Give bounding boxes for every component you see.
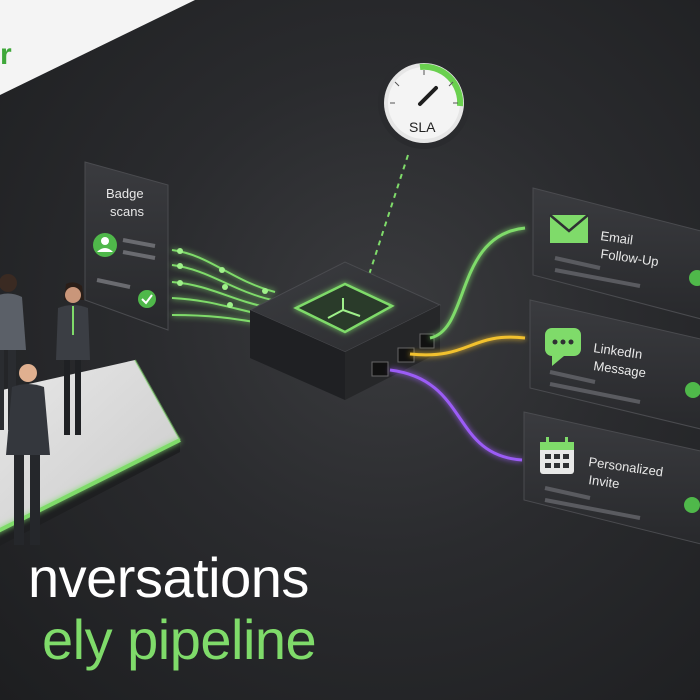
envelope-icon — [549, 214, 589, 243]
caption-line-1: nversations — [28, 546, 309, 609]
channel-card-email: Email Follow-Up — [532, 187, 700, 320]
channel-linkedin-label-1: LinkedIn — [593, 340, 644, 362]
channel-card-linkedin: LinkedIn Message — [529, 299, 700, 430]
channel-invite-label-2: Invite — [588, 472, 621, 491]
calendar-icon — [540, 437, 574, 474]
status-dot-invite — [684, 497, 700, 513]
wire-invite — [389, 368, 523, 462]
caption-line-2: ely pipeline — [42, 608, 317, 671]
status-dot-linkedin — [685, 382, 700, 398]
brand-fragment: r — [0, 38, 12, 71]
source-card-title-2: scans — [110, 204, 144, 219]
check-icon — [138, 290, 156, 308]
source-card: Badge scans — [84, 161, 169, 331]
channel-linkedin-label-2: Message — [593, 358, 647, 380]
wire-email — [429, 226, 526, 340]
source-card-title-1: Badge — [106, 186, 144, 201]
router-hub — [248, 261, 442, 400]
sla-gauge-needle — [418, 86, 438, 106]
sla-label: SLA — [409, 119, 436, 135]
sla-link — [367, 154, 409, 279]
chat-bubble-icon — [545, 328, 581, 366]
wire-linkedin — [409, 335, 526, 357]
corner-panel — [0, 0, 195, 95]
status-dot-email — [689, 270, 700, 286]
sla-gauge-arc — [419, 63, 464, 107]
channel-email-label-1: Email — [600, 228, 634, 247]
sla-gauge: SLA — [378, 57, 470, 149]
input-wire-nodes — [177, 248, 268, 311]
person-2 — [56, 282, 90, 435]
person-3 — [6, 364, 50, 545]
channel-card-invite: Personalized Invite — [523, 411, 700, 545]
